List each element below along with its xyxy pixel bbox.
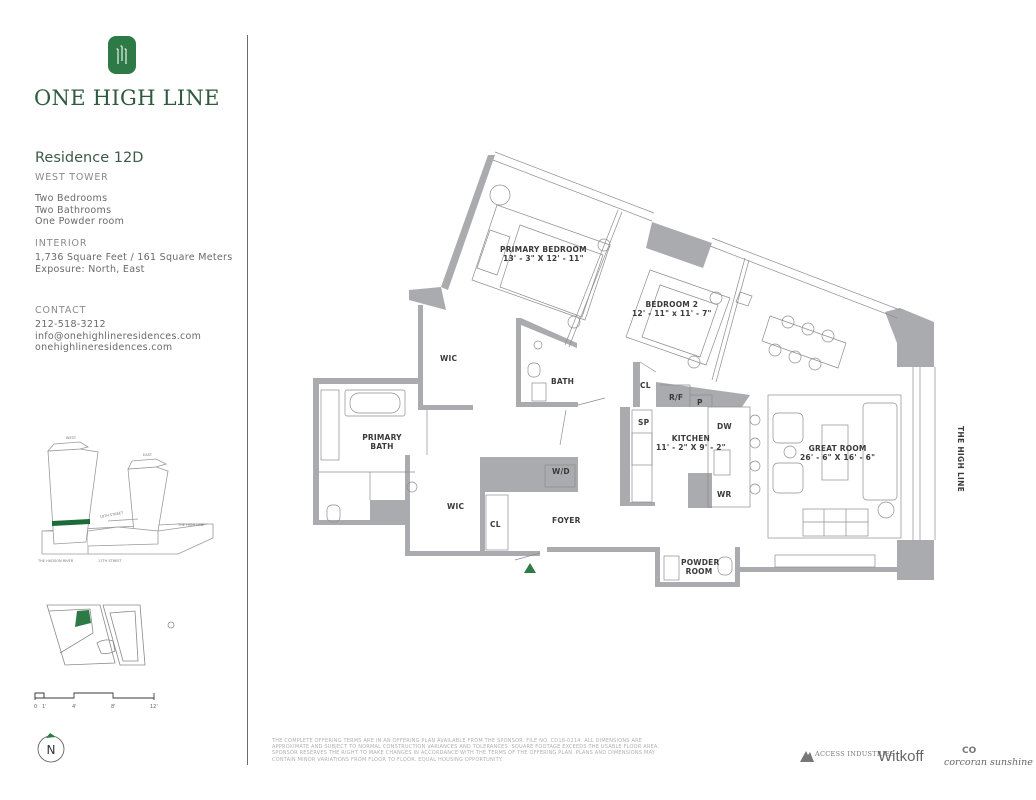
appliance-pantry: P bbox=[697, 398, 703, 407]
room-closet-kitchen: CL bbox=[640, 381, 651, 390]
room-wic-1: WIC bbox=[440, 354, 458, 363]
building-diagram: WEST EAST 18TH STREET THE HIGH LINE THE … bbox=[37, 436, 214, 563]
svg-text:18TH STREET: 18TH STREET bbox=[99, 511, 124, 519]
room-great-room: GREAT ROOM 26' - 6" X 16' - 6" bbox=[800, 444, 876, 462]
room-wic-2: WIC bbox=[447, 502, 465, 511]
access-industries-logo-icon bbox=[800, 751, 814, 762]
appliance-refrigerator: R/F bbox=[669, 393, 684, 402]
sidebar-divider bbox=[247, 35, 248, 765]
contact-heading: CONTACT bbox=[35, 305, 87, 316]
room-washer-dryer: W/D bbox=[552, 467, 570, 476]
partner-corcoran-sunshine: corcoran sunshine bbox=[944, 757, 1033, 768]
interior-heading: INTERIOR bbox=[35, 238, 88, 249]
room-primary-bath: PRIMARY BATH bbox=[362, 433, 402, 451]
svg-text:THE HIGH LINE: THE HIGH LINE bbox=[177, 523, 204, 527]
svg-text:4': 4' bbox=[72, 704, 77, 710]
svg-text:0: 0 bbox=[34, 704, 37, 710]
room-powder-room: POWDER ROOM bbox=[681, 558, 720, 576]
room-bath: BATH bbox=[551, 377, 575, 386]
room-foyer: FOYER bbox=[552, 516, 581, 525]
square-footage: 1,736 Square Feet / 161 Square Meters bbox=[35, 252, 233, 263]
contact-phone[interactable]: 212-518-3212 bbox=[35, 319, 106, 330]
corcoran-logo-icon: CO bbox=[962, 746, 977, 756]
exposure: Exposure: North, East bbox=[35, 263, 145, 275]
residence-title: Residence 12D bbox=[35, 150, 144, 166]
appliance-dishwasher: DW bbox=[717, 422, 732, 431]
appliance-sink-prep: SP bbox=[638, 418, 650, 427]
partner-witkoff: Witkoff bbox=[878, 748, 924, 765]
brand-name: ONE HIGH LINE bbox=[34, 86, 220, 110]
floor-plan bbox=[313, 151, 936, 587]
building-bars-logo-icon bbox=[108, 36, 136, 74]
scale-bar: 0 1' 4' 8' 12' bbox=[34, 692, 158, 710]
svg-text:8': 8' bbox=[111, 704, 116, 710]
feature-item: Two Bathrooms bbox=[35, 204, 112, 216]
interior-details: 1,736 Square Feet / 161 Square Meters Ex… bbox=[35, 252, 232, 275]
room-bedroom-2: BEDROOM 2 12' - 11" x 11' - 7" bbox=[632, 300, 712, 318]
room-closet-foyer: CL bbox=[490, 520, 501, 529]
tower-label: WEST TOWER bbox=[35, 172, 109, 183]
contact-website[interactable]: onehighlineresidences.com bbox=[35, 342, 173, 353]
feature-list: Two Bedrooms Two Bathrooms One Powder ro… bbox=[35, 193, 124, 228]
svg-text:THE HUDSON RIVER: THE HUDSON RIVER bbox=[37, 559, 74, 563]
contact-details: 212-518-3212 info@onehighlineresidences.… bbox=[35, 319, 201, 354]
feature-item: Two Bedrooms bbox=[35, 193, 108, 204]
svg-text:12': 12' bbox=[150, 704, 158, 710]
legal-disclaimer: THE COMPLETE OFFERING TERMS ARE IN AN OF… bbox=[272, 738, 660, 763]
svg-text:17TH STREET: 17TH STREET bbox=[98, 559, 123, 563]
partner-access-industries: ACCESS INDUSTRIES bbox=[815, 750, 895, 758]
appliance-wine-refrigerator: WR bbox=[717, 490, 732, 499]
info-sidebar: ONE HIGH LINE Residence 12D WEST TOWER T… bbox=[0, 0, 248, 800]
east-label: EAST bbox=[143, 453, 153, 457]
svg-text:1': 1' bbox=[42, 704, 47, 710]
room-kitchen: KITCHEN 11' - 2" X 9' - 2" bbox=[656, 434, 726, 452]
north-compass-icon: N bbox=[37, 733, 65, 763]
west-label: WEST bbox=[66, 436, 77, 440]
svg-text:N: N bbox=[47, 743, 56, 757]
high-line-street-label: THE HIGH LINE bbox=[956, 426, 965, 493]
contact-email[interactable]: info@onehighlineresidences.com bbox=[35, 330, 202, 342]
room-primary-bedroom: PRIMARY BEDROOM 13' - 3" X 12' - 11" bbox=[500, 245, 587, 263]
feature-item: One Powder room bbox=[35, 216, 125, 227]
site-map bbox=[46, 604, 175, 666]
